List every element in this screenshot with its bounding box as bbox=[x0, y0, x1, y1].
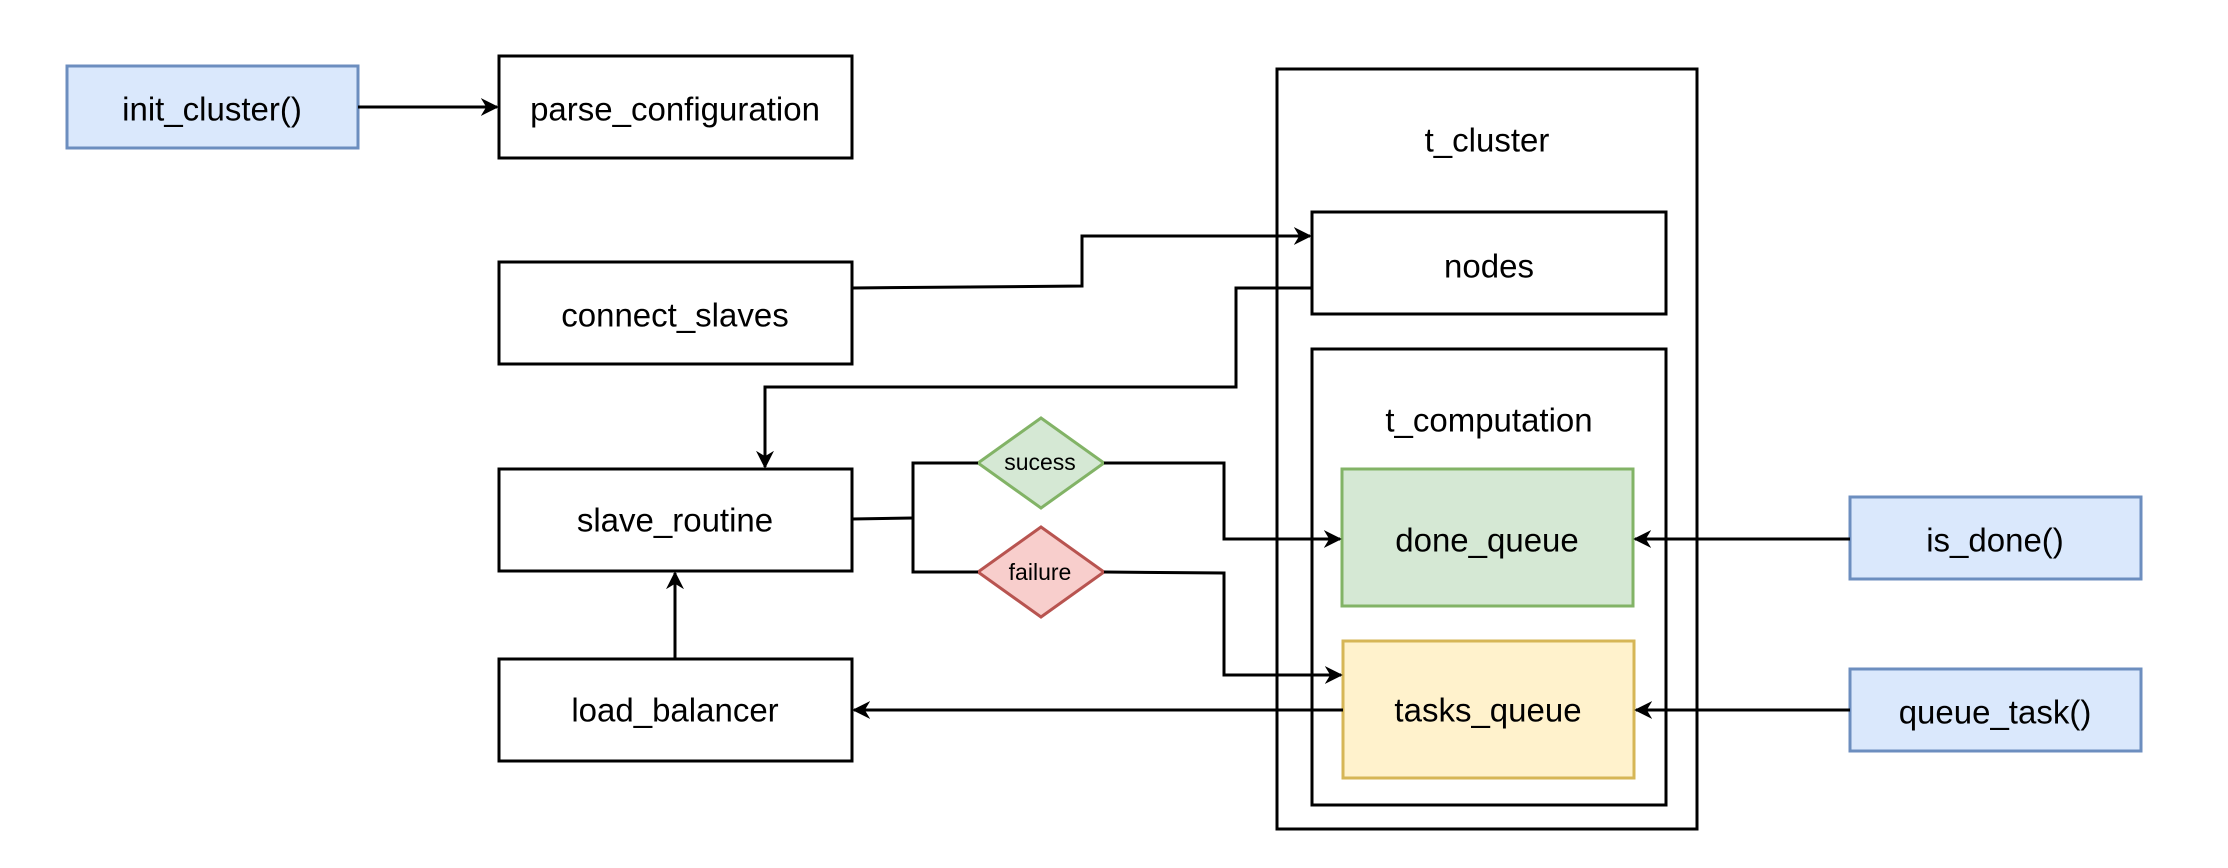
nodes-label: nodes bbox=[1444, 248, 1534, 285]
t-cluster-label: t_cluster bbox=[1425, 122, 1550, 159]
init-cluster-label: init_cluster() bbox=[122, 91, 302, 128]
parse-configuration-label: parse_configuration bbox=[530, 91, 820, 128]
edge-connect-to-nodes bbox=[851, 227, 1312, 290]
nodes-box bbox=[1310, 210, 1668, 316]
sucess-label: sucess bbox=[1004, 449, 1076, 475]
connect-slaves-box bbox=[497, 260, 854, 366]
edge-split-to-sucess bbox=[911, 461, 978, 518]
slave-routine-box bbox=[497, 467, 854, 573]
load-balancer-label: load_balancer bbox=[571, 692, 778, 729]
is-done-box bbox=[1848, 495, 2143, 581]
connect-slaves-label: connect_slaves bbox=[561, 297, 788, 334]
edge-failure-to-tasks-queue bbox=[1103, 570, 1343, 684]
edge-slave-routine-split bbox=[851, 516, 914, 521]
edge-sucess-to-done-queue bbox=[1104, 461, 1342, 548]
tasks-queue-box bbox=[1341, 639, 1636, 780]
parse-configuration-box bbox=[497, 54, 854, 160]
queue-task-box bbox=[1848, 667, 2143, 753]
load-balancer-box bbox=[497, 657, 854, 763]
edge-nodes-to-slave-routine bbox=[756, 286, 1312, 469]
init-cluster-box bbox=[65, 64, 360, 150]
tasks-queue-label: tasks_queue bbox=[1394, 692, 1581, 729]
failure-label: failure bbox=[1009, 559, 1072, 585]
queue-task-label: queue_task() bbox=[1899, 694, 2092, 731]
sucess-diamond bbox=[975, 416, 1107, 510]
done-queue-box bbox=[1340, 467, 1635, 608]
failure-diamond bbox=[975, 525, 1107, 619]
edge-split-to-failure bbox=[911, 518, 978, 574]
done-queue-label: done_queue bbox=[1395, 522, 1579, 559]
slave-routine-label: slave_routine bbox=[577, 502, 773, 539]
t-computation-label: t_computation bbox=[1385, 402, 1592, 439]
is-done-label: is_done() bbox=[1926, 522, 2064, 559]
